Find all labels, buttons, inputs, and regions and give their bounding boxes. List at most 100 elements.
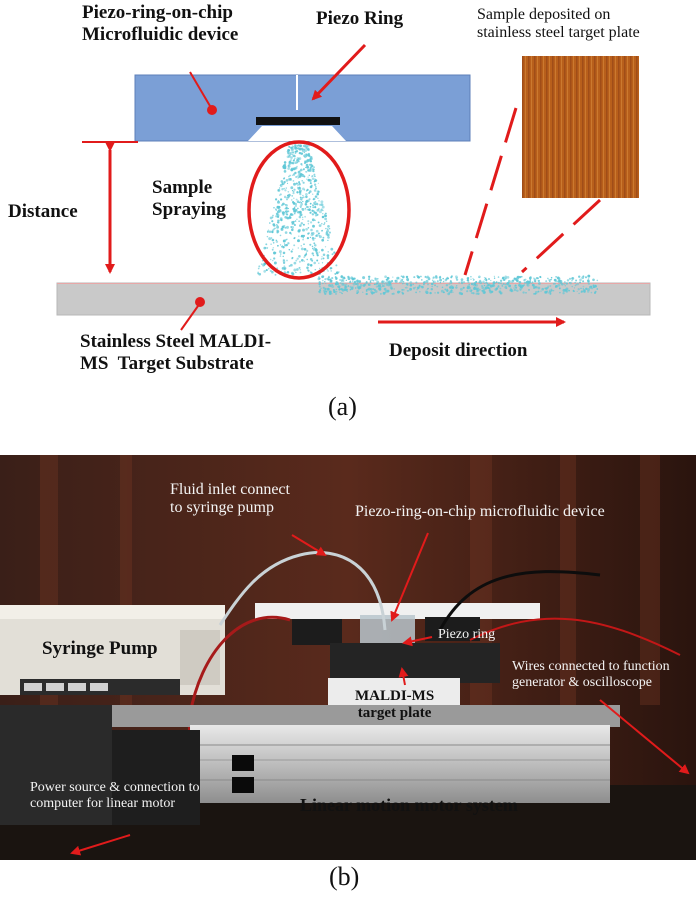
deposit-droplet bbox=[400, 275, 403, 277]
spray-droplet bbox=[276, 219, 279, 222]
deposit-droplet bbox=[584, 276, 588, 279]
spray-droplet bbox=[294, 161, 298, 165]
spray-droplet bbox=[291, 213, 294, 216]
spray-droplet bbox=[307, 168, 309, 170]
deposit-droplet bbox=[549, 285, 552, 287]
deposit-droplet bbox=[427, 287, 429, 290]
deposit-droplet bbox=[547, 292, 549, 294]
spraying-ellipse bbox=[247, 140, 351, 280]
deposit-droplet bbox=[429, 291, 432, 295]
deposit-droplet bbox=[391, 293, 394, 295]
spray-droplet bbox=[313, 242, 316, 245]
deposit-droplet bbox=[363, 283, 366, 286]
spray-droplet bbox=[307, 208, 309, 211]
spray-droplet bbox=[287, 217, 290, 220]
deposit-droplet bbox=[413, 276, 416, 279]
spray-droplet bbox=[293, 210, 296, 213]
spray-droplet bbox=[267, 229, 270, 231]
deposit-droplet bbox=[403, 282, 405, 284]
spray-droplet bbox=[295, 271, 297, 274]
spray-droplet bbox=[304, 254, 307, 257]
spray-droplet bbox=[303, 247, 307, 251]
spray-droplet bbox=[311, 232, 313, 234]
deposit-droplet bbox=[518, 280, 522, 284]
deposit-droplet bbox=[373, 288, 376, 291]
deposit-droplet bbox=[593, 291, 597, 294]
spray-droplet bbox=[281, 181, 283, 184]
spray-droplet bbox=[271, 220, 274, 223]
spray-droplet bbox=[297, 147, 299, 150]
deposit-droplet bbox=[424, 276, 427, 279]
spray-droplet bbox=[327, 225, 330, 228]
spray-droplet bbox=[277, 205, 280, 208]
deposit-droplet bbox=[479, 281, 483, 285]
deposit-droplet bbox=[515, 279, 518, 282]
spray-droplet bbox=[300, 190, 303, 192]
deposit-droplet bbox=[487, 287, 489, 290]
deposit-droplet bbox=[420, 275, 422, 278]
spray-droplet bbox=[300, 206, 302, 209]
deposit-droplet bbox=[375, 285, 378, 288]
spray-droplet bbox=[295, 205, 297, 207]
deposit-droplet bbox=[354, 287, 357, 289]
spray-droplet bbox=[314, 195, 318, 198]
spray-droplet bbox=[309, 211, 312, 214]
spray-droplet bbox=[305, 163, 309, 167]
spray-droplet bbox=[257, 272, 259, 275]
deposit-droplet bbox=[358, 281, 361, 283]
deposit-droplet bbox=[545, 280, 548, 283]
deposit-droplet bbox=[372, 288, 375, 290]
deposit-droplet bbox=[409, 281, 413, 284]
spray-droplet bbox=[258, 272, 262, 276]
deposit-droplet bbox=[467, 281, 470, 284]
spray-droplet bbox=[284, 226, 287, 229]
deposit-droplet bbox=[373, 283, 376, 286]
deposit-droplet bbox=[356, 279, 359, 283]
spray-droplet bbox=[272, 242, 275, 244]
deposit-droplet bbox=[425, 279, 429, 283]
spray-droplet bbox=[291, 199, 293, 201]
spray-droplet bbox=[326, 256, 330, 260]
spray-droplet bbox=[283, 265, 286, 268]
spray-droplet bbox=[286, 259, 288, 262]
deposit-droplet bbox=[420, 285, 423, 288]
deposit-droplet bbox=[417, 276, 419, 279]
deposit-droplet bbox=[372, 279, 375, 282]
deposit-droplet bbox=[483, 277, 486, 279]
spray-droplet bbox=[263, 262, 267, 266]
spray-droplet bbox=[310, 163, 313, 165]
spray-droplet bbox=[314, 203, 317, 206]
deposit-droplet bbox=[576, 282, 579, 286]
deposit-droplet bbox=[537, 279, 541, 283]
deposit-droplet bbox=[592, 284, 595, 287]
deposit-droplet bbox=[487, 284, 490, 287]
deposit-droplet bbox=[409, 283, 413, 287]
deposit-droplet bbox=[529, 279, 532, 281]
deposit-droplet bbox=[452, 291, 454, 294]
spray-droplet bbox=[291, 220, 295, 224]
spray-droplet bbox=[284, 270, 286, 273]
deposit-droplet bbox=[384, 289, 388, 293]
deposit-droplet bbox=[583, 289, 586, 292]
deposit-droplet bbox=[431, 285, 433, 288]
deposit-droplet bbox=[587, 282, 591, 285]
deposit-droplet bbox=[399, 281, 401, 284]
spray-droplet bbox=[291, 223, 293, 225]
spray-droplet bbox=[280, 227, 283, 230]
spray-droplet bbox=[290, 263, 293, 267]
spray-droplet bbox=[306, 158, 309, 162]
deposit-droplet bbox=[378, 287, 382, 291]
deposit-droplet bbox=[434, 275, 438, 278]
spray-droplet bbox=[318, 235, 321, 237]
spray-droplet bbox=[298, 260, 301, 263]
spray-droplet bbox=[282, 239, 286, 243]
spray-droplet bbox=[297, 184, 299, 187]
spray-droplet bbox=[298, 186, 301, 189]
spray-droplet bbox=[294, 206, 296, 208]
spray-droplet bbox=[276, 230, 280, 233]
spray-plume bbox=[257, 143, 340, 276]
spray-droplet bbox=[296, 144, 299, 147]
spray-droplet bbox=[321, 262, 324, 264]
deposit-droplet bbox=[533, 279, 537, 283]
deposit-droplet bbox=[367, 283, 370, 286]
